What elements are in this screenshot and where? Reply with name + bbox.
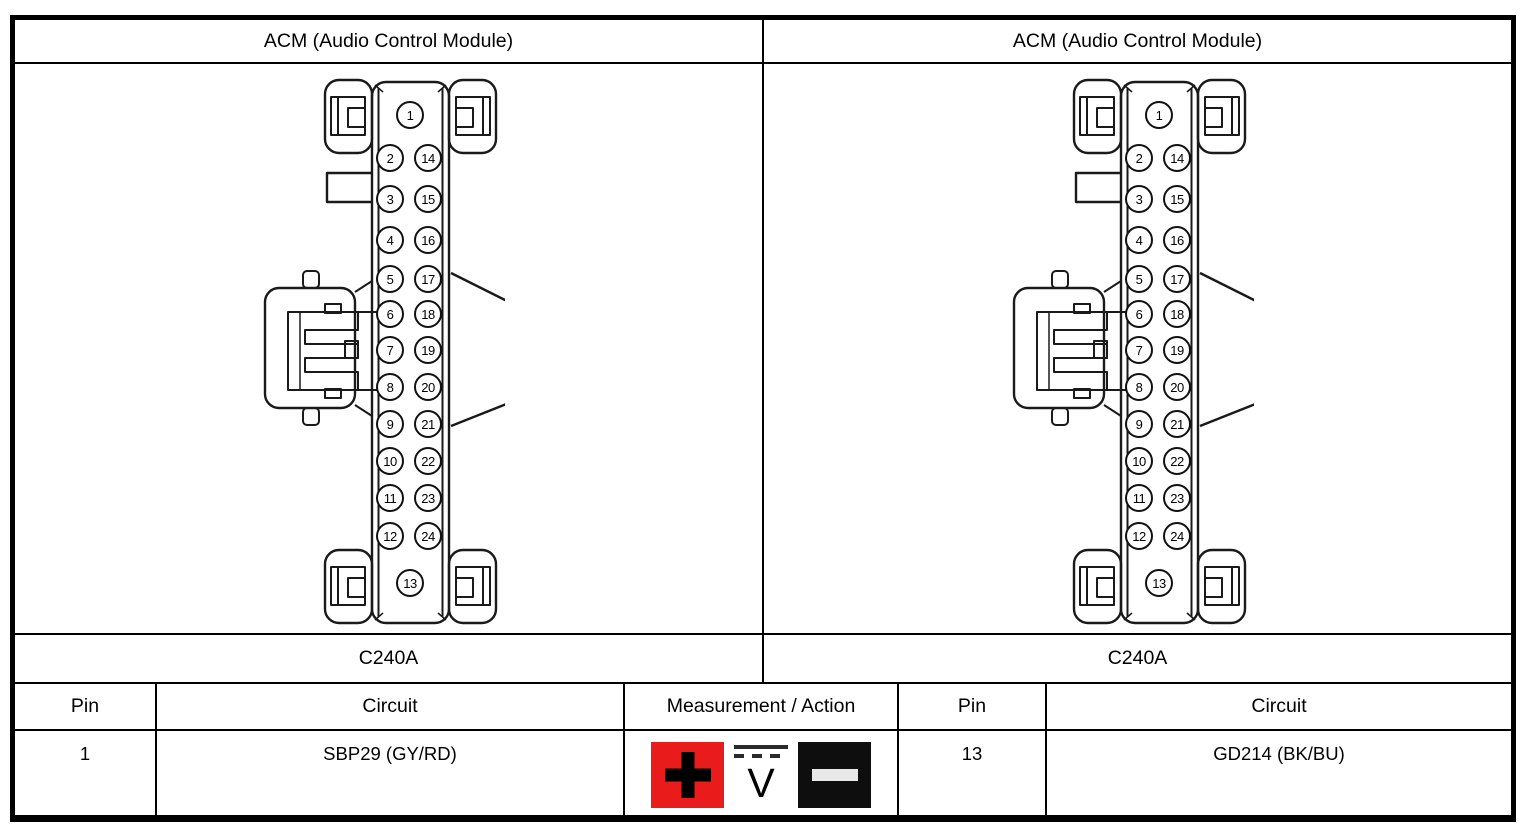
pin-18: 18 bbox=[414, 300, 442, 328]
measurement-icons: V bbox=[651, 742, 871, 808]
pin-3: 3 bbox=[1125, 185, 1153, 213]
connector-id: C240A bbox=[1107, 647, 1168, 669]
pin-5: 5 bbox=[376, 265, 404, 293]
pin-1: 1 bbox=[1145, 101, 1173, 129]
pin-19: 19 bbox=[1163, 336, 1191, 364]
pin-22: 22 bbox=[1163, 447, 1191, 475]
pin-10: 10 bbox=[376, 447, 404, 475]
pin-9: 9 bbox=[376, 410, 404, 438]
pin-13: 13 bbox=[396, 569, 424, 597]
connector-label-row: C240A C240A bbox=[15, 635, 1511, 684]
pin-2: 2 bbox=[1125, 144, 1153, 172]
measurement-cell: V bbox=[623, 731, 897, 815]
panel-title-left: ACM (Audio Control Module) bbox=[15, 20, 764, 62]
pin-17: 17 bbox=[414, 265, 442, 293]
pin-7: 7 bbox=[376, 336, 404, 364]
pin-14: 14 bbox=[414, 144, 442, 172]
pin-22: 22 bbox=[414, 447, 442, 475]
negative-probe-icon bbox=[798, 742, 871, 808]
header-pin-right: Pin bbox=[897, 684, 1045, 729]
header-pin-left: Pin bbox=[70, 695, 100, 717]
header-circuit-left: Circuit bbox=[155, 684, 623, 729]
pin-23: 23 bbox=[1163, 484, 1191, 512]
pin-8: 8 bbox=[1125, 373, 1153, 401]
dc-voltage-icon: V bbox=[734, 742, 788, 808]
pin-3: 3 bbox=[376, 185, 404, 213]
pin-value-right: 13 bbox=[897, 731, 1045, 815]
pin-18: 18 bbox=[1163, 300, 1191, 328]
connector-label-right: C240A bbox=[764, 635, 1511, 682]
pin-1: 1 bbox=[396, 101, 424, 129]
pin-8: 8 bbox=[376, 373, 404, 401]
pinout-sheet: ACM (Audio Control Module) ACM (Audio Co… bbox=[10, 15, 1516, 822]
pin-21: 21 bbox=[1163, 410, 1191, 438]
pin-16: 16 bbox=[1163, 226, 1191, 254]
pin-24: 24 bbox=[414, 522, 442, 550]
pin-23: 23 bbox=[414, 484, 442, 512]
circuit-value-left: SBP29 (GY/RD) bbox=[155, 731, 623, 815]
circuit-value-right: GD214 (BK/BU) bbox=[1045, 731, 1511, 815]
header-measurement: Measurement / Action bbox=[623, 684, 897, 729]
module-title: ACM (Audio Control Module) bbox=[1012, 29, 1263, 52]
pin-17: 17 bbox=[1163, 265, 1191, 293]
panel-title-right: ACM (Audio Control Module) bbox=[764, 20, 1511, 62]
pin-20: 20 bbox=[1163, 373, 1191, 401]
connector-id: C240A bbox=[358, 647, 419, 669]
pin-14: 14 bbox=[1163, 144, 1191, 172]
header-circuit-right: Circuit bbox=[1045, 684, 1511, 729]
pin-9: 9 bbox=[1125, 410, 1153, 438]
connector-label-left: C240A bbox=[15, 635, 764, 682]
positive-probe-icon bbox=[651, 742, 724, 808]
pin-15: 15 bbox=[414, 185, 442, 213]
pin-10: 10 bbox=[1125, 447, 1153, 475]
pin-11: 11 bbox=[1125, 484, 1153, 512]
pin-12: 12 bbox=[1125, 522, 1153, 550]
pin-16: 16 bbox=[414, 226, 442, 254]
pin-21: 21 bbox=[414, 410, 442, 438]
voltmeter-glyph: V bbox=[747, 760, 775, 806]
pin-11: 11 bbox=[376, 484, 404, 512]
title-row: ACM (Audio Control Module) ACM (Audio Co… bbox=[15, 20, 1511, 64]
pin-24: 24 bbox=[1163, 522, 1191, 550]
pin-7: 7 bbox=[1125, 336, 1153, 364]
pin-19: 19 bbox=[414, 336, 442, 364]
pin-4: 4 bbox=[1125, 226, 1153, 254]
pin-15: 15 bbox=[1163, 185, 1191, 213]
pin-6: 6 bbox=[376, 300, 404, 328]
table-header-row: Pin Circuit Measurement / Action Pin Cir… bbox=[15, 684, 1511, 731]
pin-5: 5 bbox=[1125, 265, 1153, 293]
pin-13: 13 bbox=[1145, 569, 1173, 597]
pin-value-left: 1 bbox=[79, 743, 91, 764]
module-title: ACM (Audio Control Module) bbox=[263, 29, 514, 52]
pin-2: 2 bbox=[376, 144, 404, 172]
dc-dashed-line bbox=[734, 754, 788, 758]
pin-6: 6 bbox=[1125, 300, 1153, 328]
pin-4: 4 bbox=[376, 226, 404, 254]
table-data-row: 1 SBP29 (GY/RD) V 13 GD214 (BK/BU) bbox=[15, 731, 1511, 815]
pin-20: 20 bbox=[414, 373, 442, 401]
pin-12: 12 bbox=[376, 522, 404, 550]
dc-solid-line bbox=[734, 745, 788, 749]
